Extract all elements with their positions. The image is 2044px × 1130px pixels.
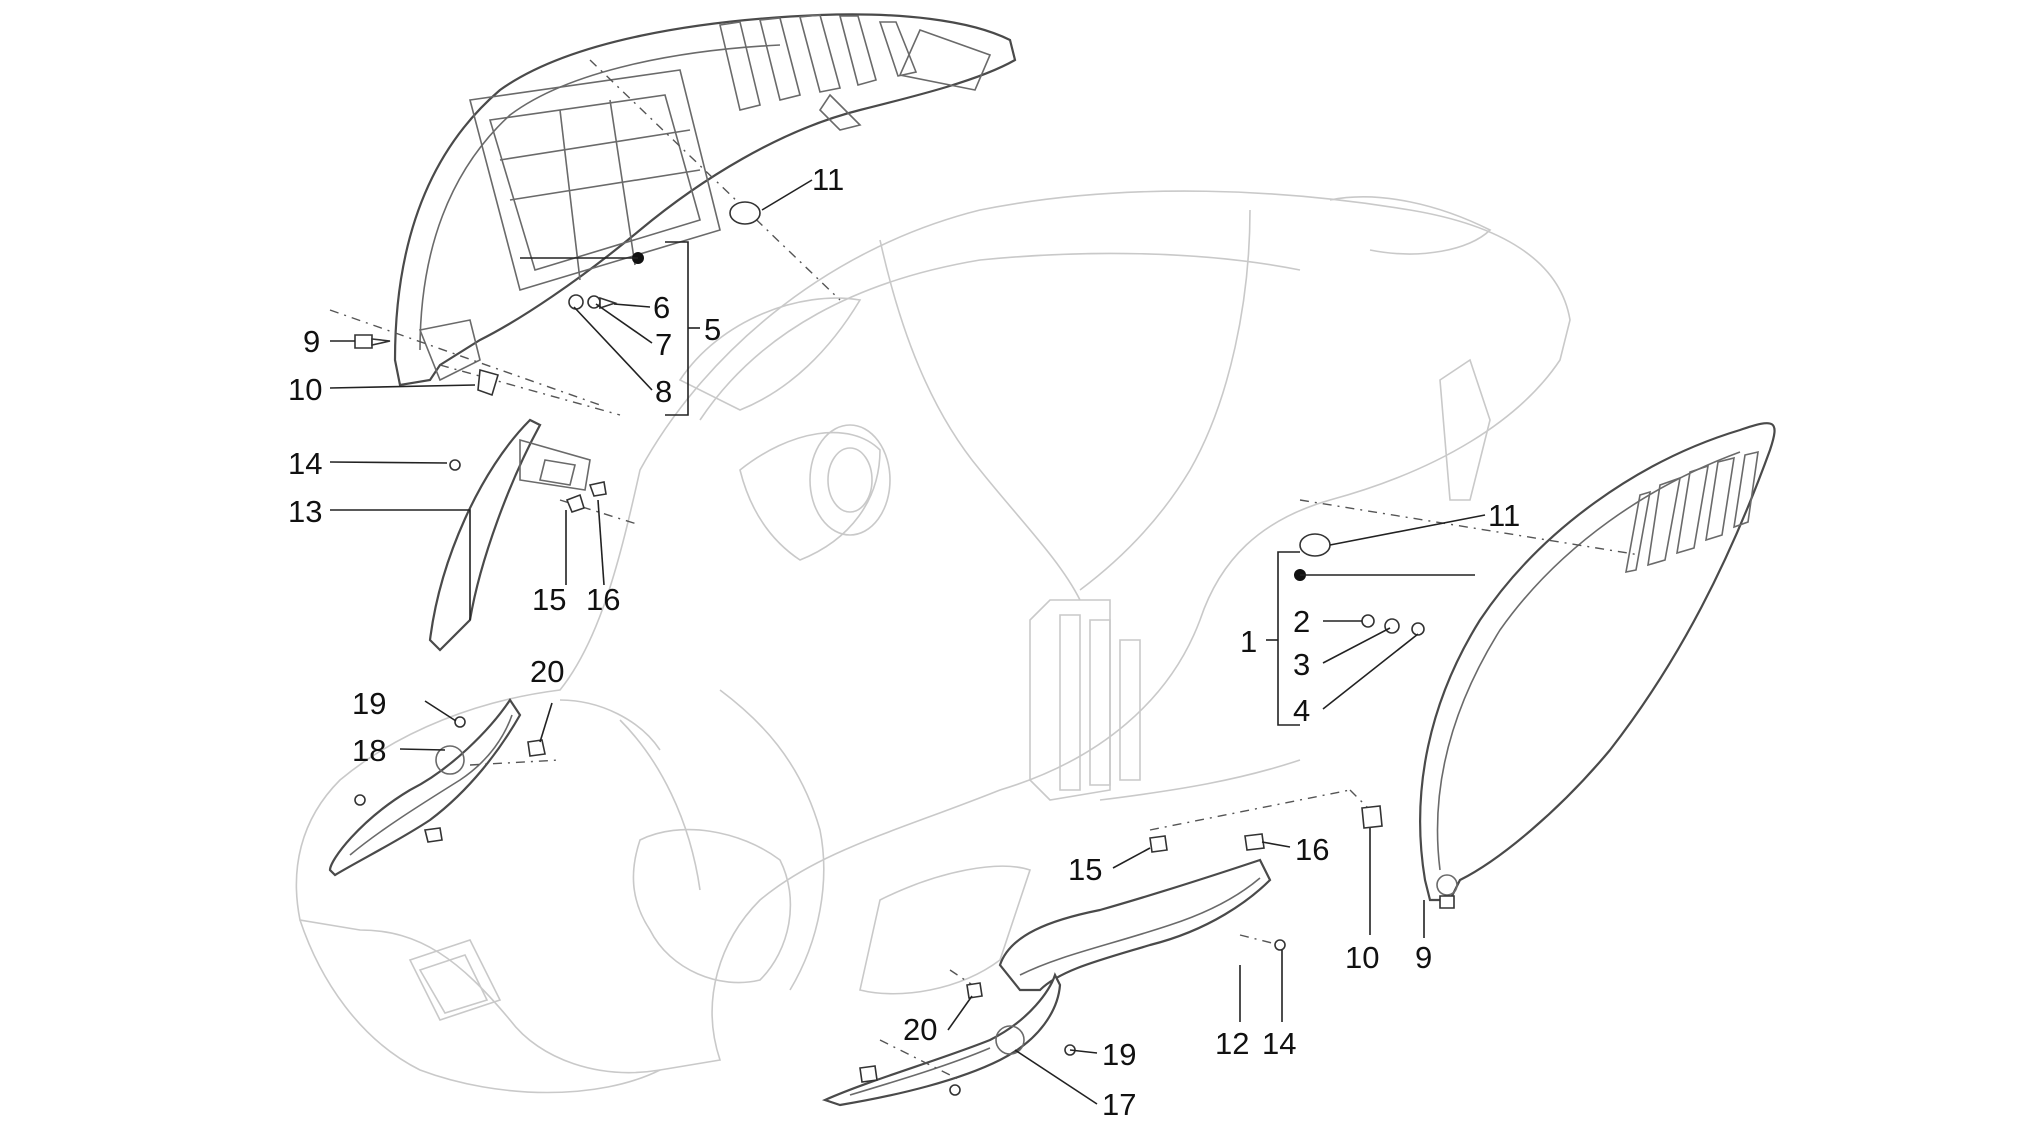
callout-17: 17 <box>1102 1087 1136 1122</box>
callout-11-upper: 11 <box>812 162 844 197</box>
assembly-lines <box>329 59 1641 1081</box>
callout-11-lower: 11 <box>1488 498 1520 533</box>
group-brackets <box>520 241 1475 726</box>
callout-15-upper: 15 <box>532 582 566 617</box>
callout-14-lower: 14 <box>1262 1026 1296 1061</box>
callout-14-upper: 14 <box>288 446 322 481</box>
callout-4: 4 <box>1293 693 1310 728</box>
part-12-strip <box>998 858 1272 992</box>
callout-15-lower: 15 <box>1068 852 1102 887</box>
side-panel-left <box>393 13 1017 387</box>
callout-19-left: 19 <box>352 686 386 721</box>
callout-16-lower: 16 <box>1295 832 1329 867</box>
scooter-body <box>295 190 1571 1094</box>
callout-20-left: 20 <box>530 654 564 689</box>
callout-10-lower: 10 <box>1345 940 1379 975</box>
callout-12: 12 <box>1215 1026 1249 1061</box>
side-panel-right <box>1419 422 1776 902</box>
callout-5: 5 <box>704 312 721 347</box>
callout-19-lower: 19 <box>1102 1037 1136 1072</box>
callout-9-lower: 9 <box>1415 940 1432 975</box>
part-18-strip <box>328 698 522 877</box>
callout-3: 3 <box>1293 647 1310 682</box>
callout-6: 6 <box>653 290 670 325</box>
callout-13: 13 <box>288 494 322 529</box>
callout-10-upper: 10 <box>288 372 322 407</box>
callout-16-upper: 16 <box>586 582 620 617</box>
callout-2: 2 <box>1293 604 1310 639</box>
part-17-end <box>821 972 1062 1107</box>
callout-18: 18 <box>352 733 386 768</box>
leader-lines <box>329 179 1486 1105</box>
part-13-cover <box>428 418 591 652</box>
callout-1: 1 <box>1240 624 1257 659</box>
callout-8: 8 <box>655 374 672 409</box>
callout-7: 7 <box>655 327 672 362</box>
hardware <box>354 201 1455 1096</box>
callout-labels: 11 6 5 7 8 9 10 14 13 15 16 20 19 18 11 … <box>288 162 1520 1122</box>
callout-9-upper: 9 <box>303 324 320 359</box>
callout-20-lower: 20 <box>903 1012 937 1047</box>
